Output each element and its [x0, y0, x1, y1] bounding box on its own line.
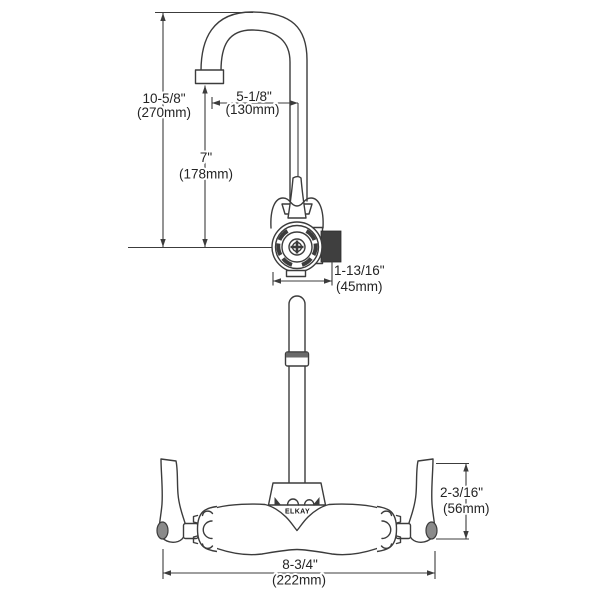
dimension-annotations: 10-5/8" (270mm) 7" (178mm) 5-1/8" (130mm… — [128, 11, 492, 590]
valve-slot — [305, 229, 317, 241]
tube-collar-band — [286, 352, 308, 358]
dim-body-width-inches: 8-3/4" — [282, 557, 318, 572]
dim-handle-height-inches: 2-3/16" — [440, 485, 483, 500]
dim-valve-depth-inches: 1-13/16" — [334, 263, 385, 278]
brand-label: ELKAY — [285, 509, 310, 516]
dim-spout-reach-metric: (130mm) — [225, 102, 279, 117]
valve-bottom-tab — [285, 269, 307, 278]
right-end-cap — [376, 505, 402, 553]
nut-shadow — [274, 497, 281, 505]
dim-outlet-height-metric: (178mm) — [179, 167, 233, 182]
left-handle — [158, 458, 187, 543]
valve-slot — [281, 257, 293, 267]
nut-shadow — [313, 497, 320, 505]
dim-body-width: 8-3/4" (222mm) — [162, 549, 436, 590]
valve-outlet-thread — [320, 230, 342, 263]
dim-body-width-metric: (222mm) — [272, 573, 326, 588]
dim-outlet-height: 7" (178mm) — [177, 85, 235, 247]
supply-tube — [288, 295, 306, 483]
nut-scallop — [286, 498, 300, 506]
left-handle-hub — [156, 521, 169, 540]
dim-handle-height: 2-3/16" (56mm) — [436, 462, 492, 540]
dim-spout-height: 10-5/8" (270mm) — [135, 13, 193, 247]
valve-slot — [277, 229, 289, 241]
gooseneck-spout-inner — [220, 29, 291, 202]
valve-body-ring — [274, 224, 320, 270]
valve-slot — [301, 257, 313, 267]
dim-valve-depth: 1-13/16" (45mm) — [272, 261, 387, 296]
valve-slot — [311, 243, 318, 256]
dim-handle-height-metric: (56mm) — [443, 501, 490, 516]
aerator — [194, 69, 225, 85]
valve-cap-ears — [270, 197, 324, 229]
left-end-cap — [192, 505, 218, 553]
phillips-screw-cross — [290, 240, 304, 254]
valve-lever-side — [287, 175, 307, 219]
dim-spout-reach-inches: 5-1/8" — [236, 89, 272, 104]
front-view: ELKAY — [156, 295, 438, 556]
right-handle-hub — [425, 521, 438, 540]
nut-scallop — [303, 499, 315, 506]
dim-spout-height-inches: 10-5/8" — [142, 91, 185, 106]
right-handle — [407, 458, 436, 543]
dim-spout-reach: 5-1/8" (130mm) — [211, 87, 299, 176]
valve-slot — [276, 243, 283, 256]
dim-outlet-height-inches: 7" — [200, 150, 213, 165]
side-view — [194, 11, 342, 278]
dim-spout-height-metric: (270mm) — [137, 105, 191, 120]
dim-valve-depth-metric: (45mm) — [336, 279, 383, 294]
